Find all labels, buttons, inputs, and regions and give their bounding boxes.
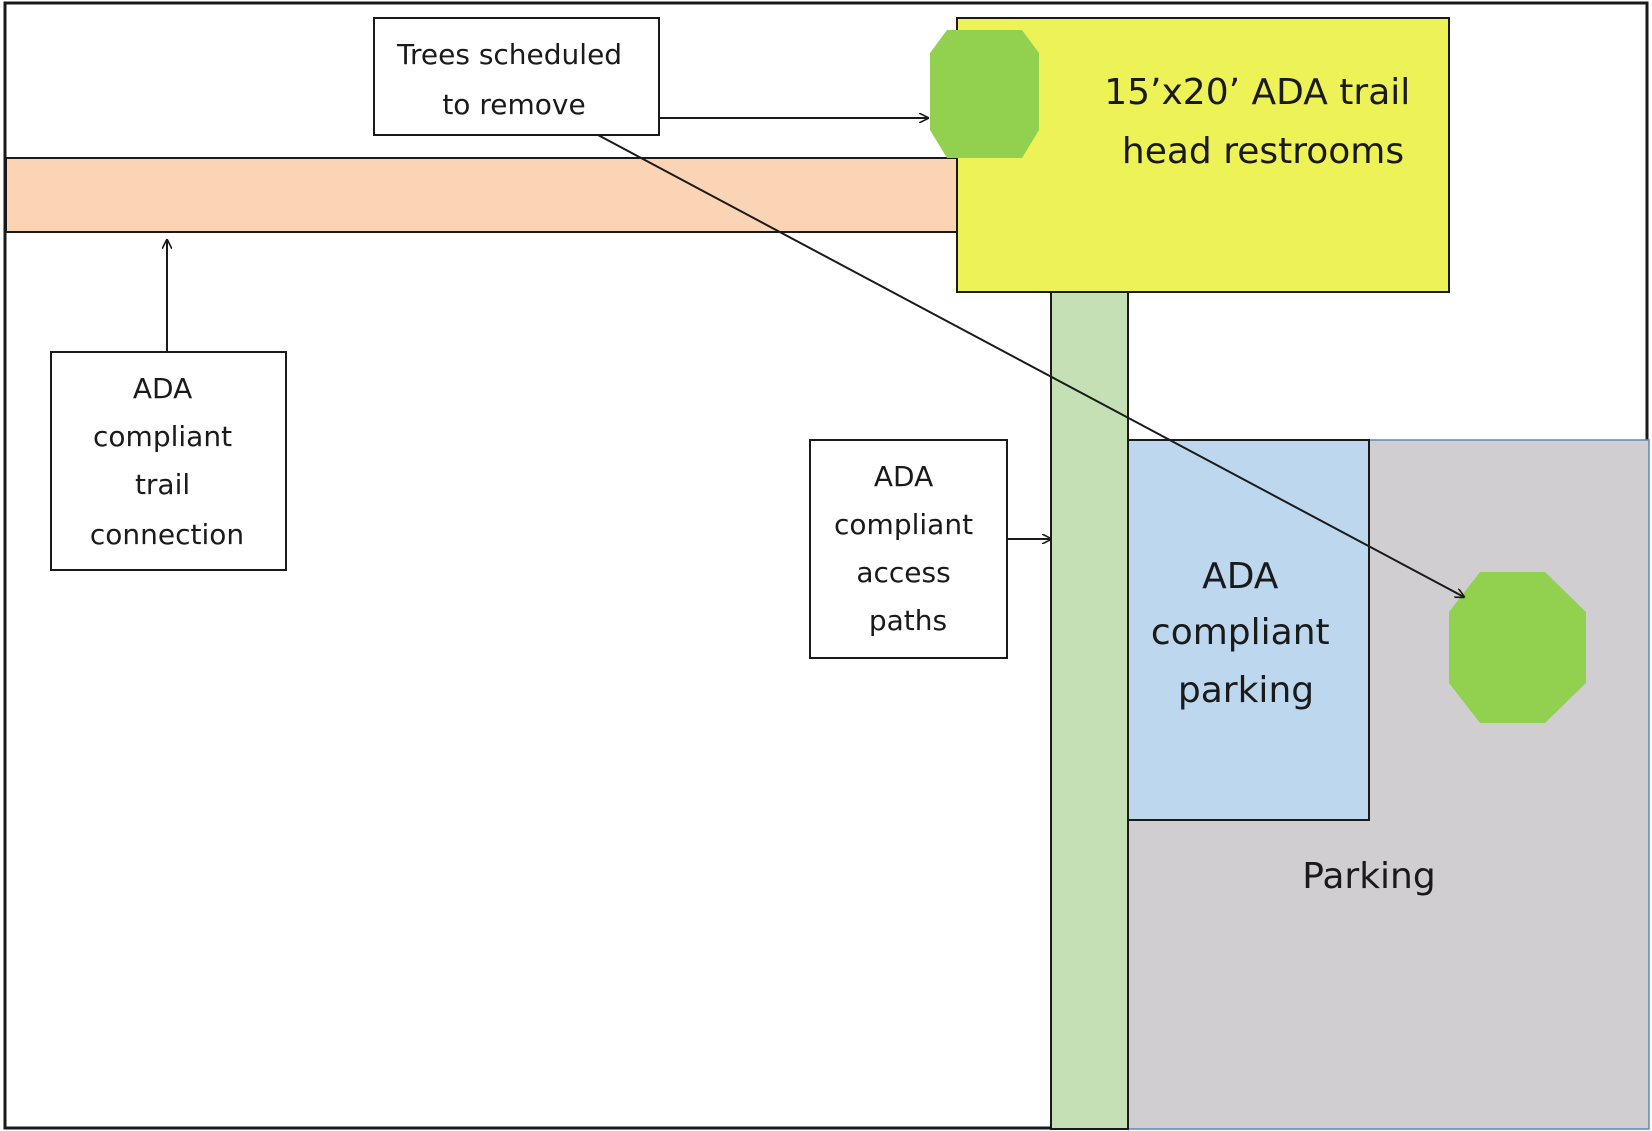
trail-connection-line: trail	[135, 468, 190, 501]
trees-note-label: Trees scheduled to remove	[396, 38, 631, 121]
access-paths-label: ADA compliant access paths	[834, 460, 982, 637]
access-paths-line: access	[856, 556, 950, 589]
ada-parking-line: ADA	[1202, 556, 1279, 597]
restroom-label: 15’x20’ ADA trail head restrooms	[1104, 72, 1421, 172]
access-paths-note-box	[809, 439, 1008, 659]
trail-connection-line: compliant	[93, 420, 232, 453]
restroom-label-line: 15’x20’ ADA trail	[1104, 72, 1410, 113]
trail-connection-line: ADA	[133, 372, 192, 405]
access-paths-line: compliant	[834, 508, 973, 541]
trees-note-line: to remove	[442, 88, 585, 121]
ada-parking-line: compliant	[1151, 612, 1330, 653]
trail-connection-line: connection	[90, 518, 244, 551]
arrow-to-parking-tree	[597, 134, 1464, 597]
trail-connection-note-box	[50, 351, 287, 571]
ada-access-path	[1050, 289, 1129, 1130]
parking-label: Parking	[1302, 856, 1435, 897]
restroom-label-line: head restrooms	[1122, 131, 1404, 172]
trees-note-box	[373, 17, 660, 136]
tree-near-restroom	[930, 30, 1039, 158]
ada-trail-connection-path	[5, 157, 963, 233]
trees-note-line: Trees scheduled	[396, 38, 622, 71]
tree-in-parking	[1449, 572, 1586, 723]
ada-parking-line: parking	[1178, 670, 1314, 711]
ada-parking-area	[1127, 439, 1370, 821]
access-paths-line: ADA	[874, 460, 933, 493]
trail-connection-label: ADA compliant trail connection	[90, 372, 244, 551]
ada-parking-label: ADA compliant parking	[1151, 556, 1341, 711]
access-paths-line: paths	[869, 604, 947, 637]
